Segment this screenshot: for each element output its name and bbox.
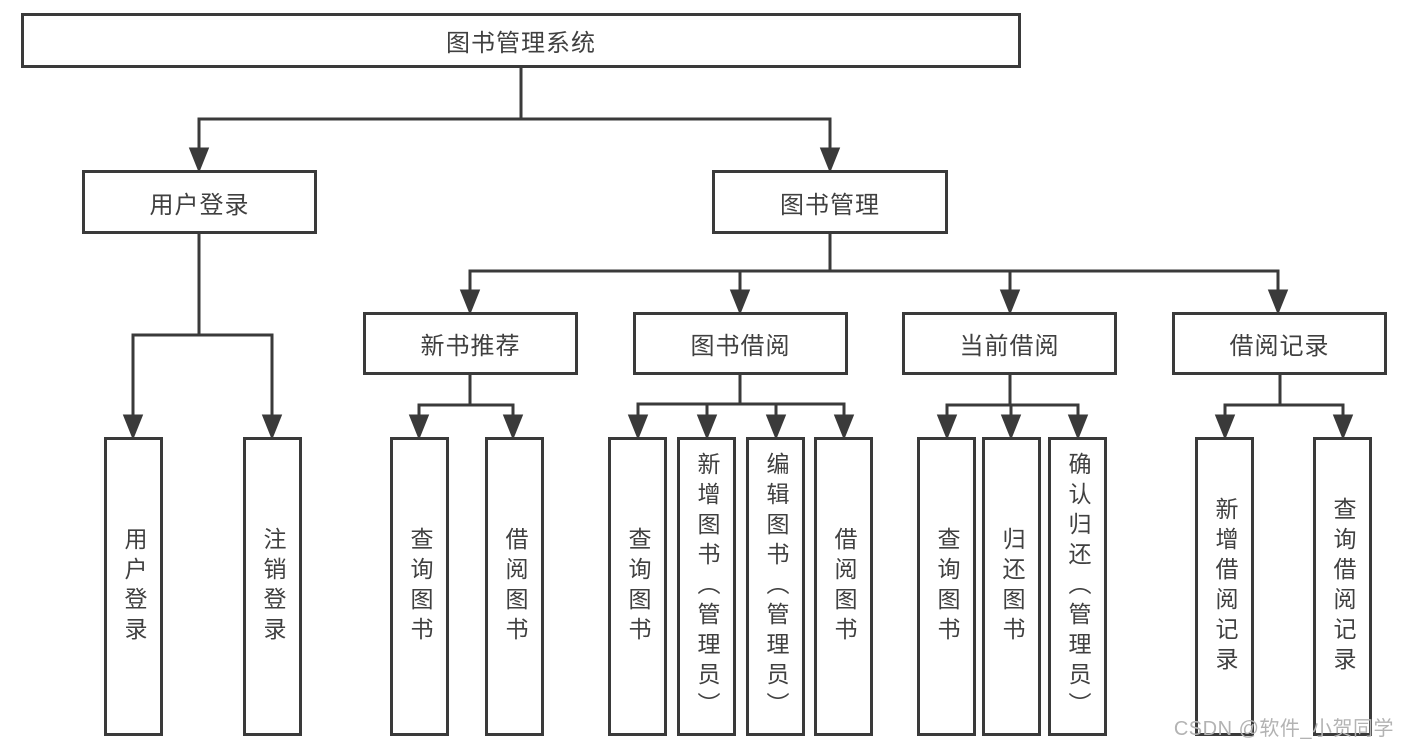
node-label: 用户登录 — [149, 191, 250, 219]
node-label: 图书借阅 — [690, 333, 791, 360]
leaf-user-login: 用户登录 — [104, 437, 163, 736]
leaf-borrowing-borrow-books: 借阅图书 — [814, 437, 873, 736]
leaf-records-query-record: 查询借阅记录 — [1313, 437, 1372, 736]
node-label: 借阅图书 — [831, 526, 857, 647]
node-current-borrowing: 当前借阅 — [902, 312, 1117, 375]
node-root: 图书管理系统 — [21, 13, 1021, 68]
node-label: 借阅图书 — [502, 526, 528, 647]
leaf-newbook-query-books: 查询图书 — [390, 437, 449, 736]
node-label: 图书管理系统 — [446, 30, 596, 57]
node-label: 新书推荐 — [420, 333, 521, 360]
arrowhead — [819, 147, 841, 174]
node-label: 新增图书（管理员） — [694, 451, 720, 722]
node-label: 注销登录 — [260, 526, 286, 647]
node-user-login: 用户登录 — [82, 170, 317, 234]
watermark: CSDN @软件_小贺同学 — [1173, 718, 1394, 740]
node-book-management: 图书管理 — [712, 170, 948, 234]
node-label: 借阅记录 — [1229, 333, 1330, 360]
node-label: 图书管理 — [780, 191, 880, 219]
node-label: 用户登录 — [121, 526, 147, 647]
node-borrowing-records: 借阅记录 — [1172, 312, 1387, 375]
node-label: 归还图书 — [999, 526, 1025, 647]
leaf-borrowing-edit-books-admin: 编辑图书（管理员） — [746, 437, 805, 736]
node-label: 查询图书 — [625, 526, 651, 647]
leaf-records-add-record: 新增借阅记录 — [1195, 437, 1254, 736]
leaf-current-return-books: 归还图书 — [982, 437, 1041, 736]
node-label: 新增借阅记录 — [1212, 496, 1238, 677]
node-label: 查询借阅记录 — [1330, 496, 1356, 677]
node-new-book-recommend: 新书推荐 — [363, 312, 578, 375]
node-label: 查询图书 — [934, 526, 960, 647]
node-label: 当前借阅 — [959, 333, 1060, 360]
node-label: 编辑图书（管理员） — [763, 451, 789, 722]
leaf-newbook-borrow-books: 借阅图书 — [485, 437, 544, 736]
leaf-borrowing-query-books: 查询图书 — [608, 437, 667, 736]
arrowhead — [188, 147, 210, 174]
node-book-borrowing: 图书借阅 — [633, 312, 848, 375]
leaf-logout: 注销登录 — [243, 437, 302, 736]
node-label: 确认归还（管理员） — [1065, 451, 1091, 722]
node-label: 查询图书 — [407, 526, 433, 647]
leaf-current-query-books: 查询图书 — [917, 437, 976, 736]
leaf-current-confirm-return-admin: 确认归还（管理员） — [1048, 437, 1107, 736]
leaf-borrowing-add-books-admin: 新增图书（管理员） — [677, 437, 736, 736]
